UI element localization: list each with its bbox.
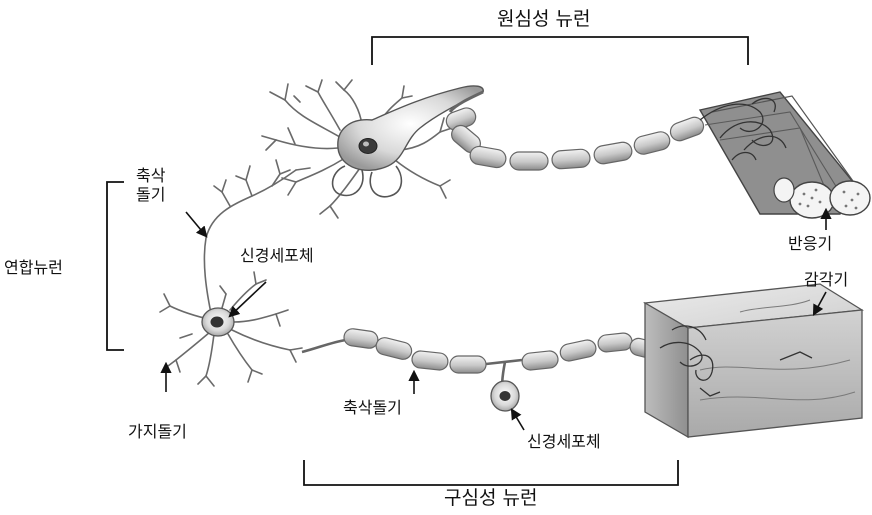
efferent-nucleus: [359, 139, 377, 154]
axon-label-lower: 축삭돌기: [343, 398, 402, 417]
efferent-bracket: [372, 37, 748, 65]
interneuron: [160, 160, 310, 386]
effector-muscle: [700, 92, 870, 218]
interneuron-bracket: [107, 182, 124, 350]
dendrite-label: 가지돌기: [128, 422, 187, 441]
cell-body-label-lower: 신경세포체: [527, 432, 601, 451]
afferent-bracket: [304, 460, 678, 485]
effector-label: 반응기: [788, 234, 832, 253]
interneuron-label: 연합뉴런: [4, 258, 63, 277]
sensory-receptor-label: 감각기: [804, 270, 848, 289]
afferent-nucleus: [500, 391, 511, 401]
afferent-neuron-label: 구심성 뉴런: [444, 487, 537, 509]
skin-block: [645, 284, 862, 437]
afferent-axon: [343, 328, 662, 373]
interneuron-nucleus: [211, 317, 224, 328]
axon-label-upper: 축삭돌기: [136, 166, 180, 204]
efferent-axon: [444, 105, 706, 170]
efferent-neuron-label: 원심성 뉴런: [497, 8, 590, 30]
cell-body-label-upper: 신경세포체: [240, 246, 314, 265]
